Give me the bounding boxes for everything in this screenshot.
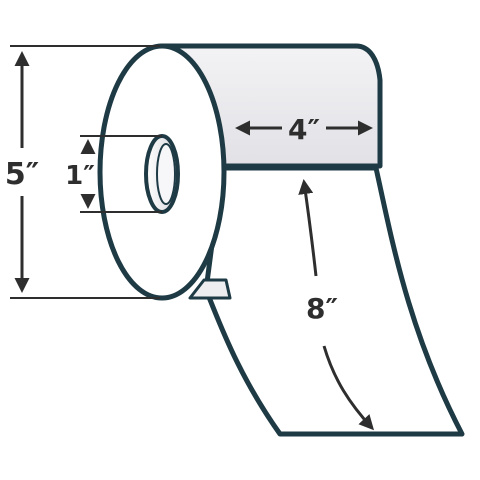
length-label: 8″ [306,292,338,325]
core-inner [156,143,176,205]
height-dimension: 5″ [5,45,160,299]
strip-underside [188,278,232,300]
core-label: 1″ [65,161,95,191]
core-dimension: 1″ [65,135,162,213]
width-dimension: 4″ [235,113,373,146]
length-dimension: 8″ [298,179,375,431]
width-label: 4″ [288,113,320,146]
height-label: 5″ [5,157,39,192]
unrolled-label-strip [203,165,465,437]
